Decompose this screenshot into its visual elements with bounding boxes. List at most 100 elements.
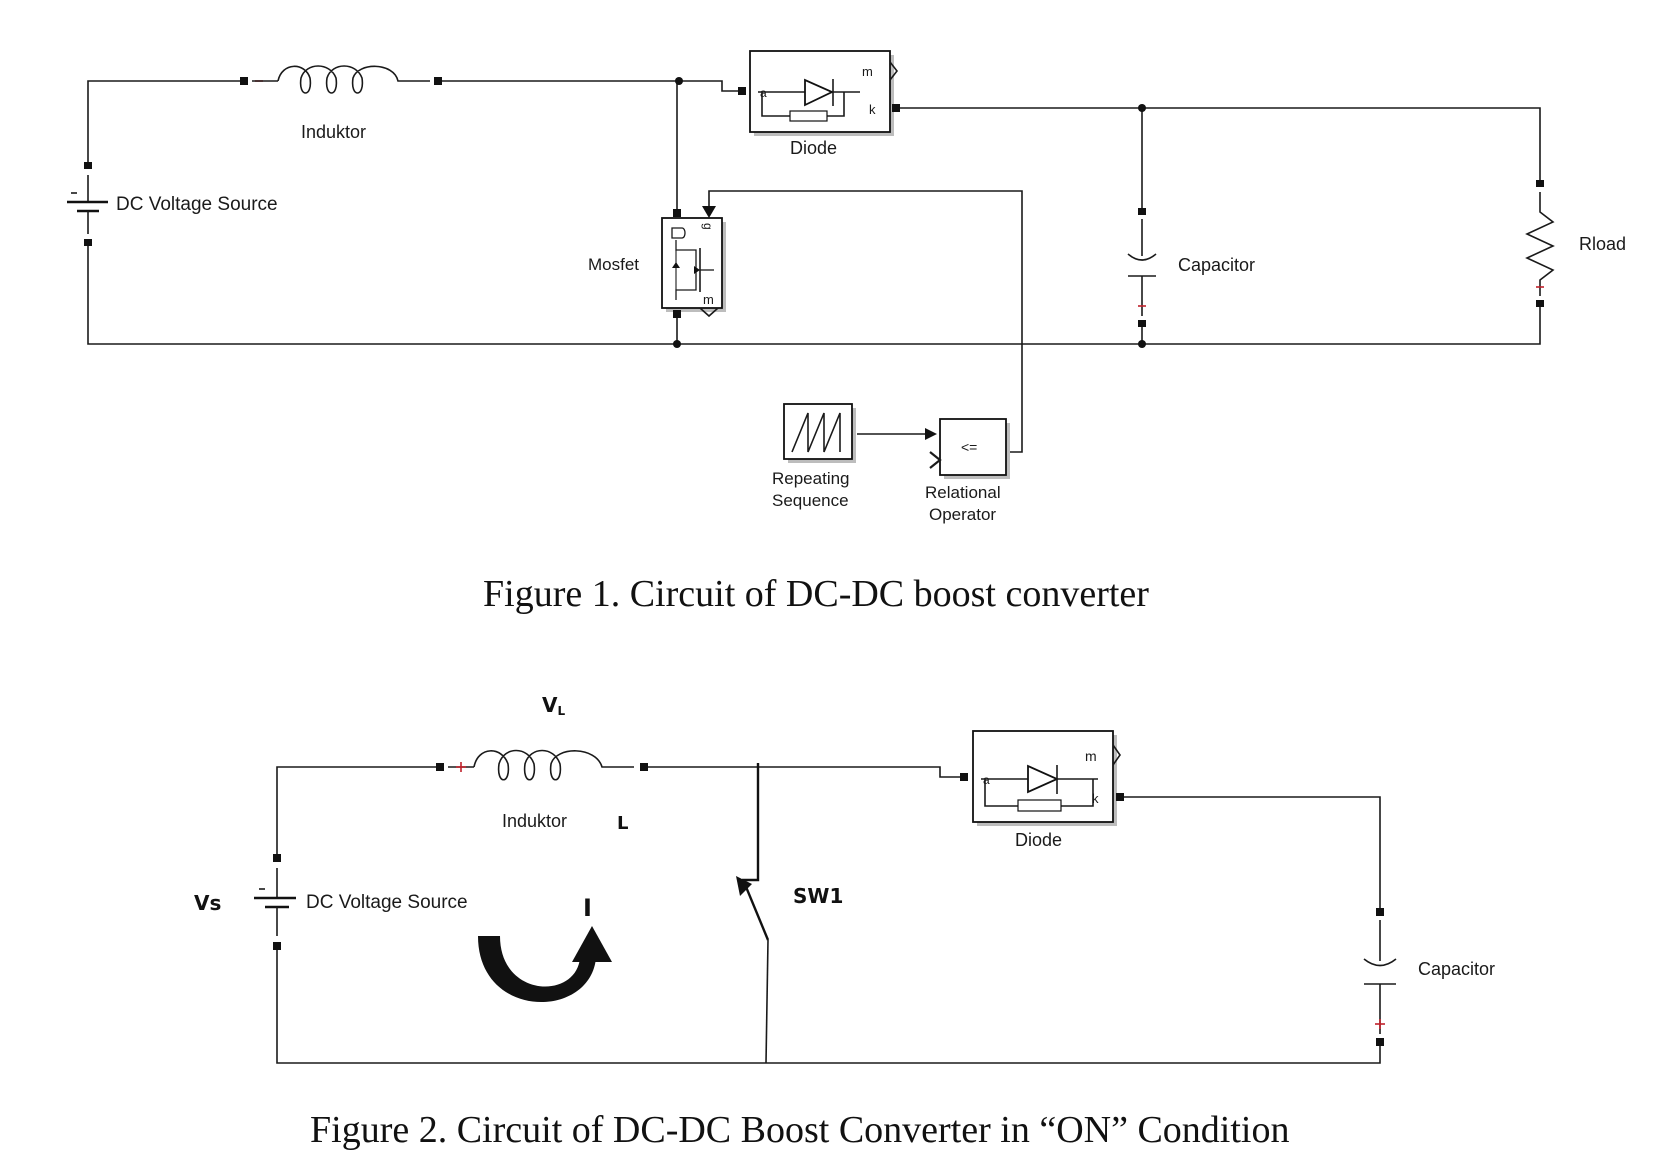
relational-operator-frame [939, 418, 1007, 476]
junction-dot [673, 340, 681, 348]
inductor-2[interactable]: VL Induktor L [436, 693, 648, 834]
rload-resistor[interactable]: Rload [1525, 180, 1626, 307]
port-icon [240, 77, 248, 85]
port-icon [84, 162, 92, 169]
diode-label: Diode [790, 138, 837, 158]
wire-bottom-rail [87, 245, 1541, 345]
dc-voltage-source[interactable]: DC Voltage Source [67, 162, 278, 246]
svg-text:g: g [701, 223, 715, 230]
switch-top-contact [742, 763, 760, 882]
inductor-coil-icon [277, 65, 430, 94]
vs-label: Vs [194, 891, 221, 915]
port-icon [738, 87, 746, 95]
wire-inductor-to-diode [646, 766, 960, 778]
second-input-icon [929, 451, 942, 469]
gate-input-arrow-icon [702, 206, 716, 218]
diode-label: Diode [1015, 830, 1062, 850]
wire-source-to-inductor [87, 80, 240, 165]
port-icon [673, 310, 681, 318]
port-icon [960, 773, 968, 781]
resistor-zigzag-icon [1525, 192, 1555, 296]
svg-text:m: m [1085, 748, 1097, 764]
mosfet-block[interactable]: g m Mosfet [588, 206, 726, 318]
port-icon [434, 77, 442, 85]
mosfet-label: Mosfet [588, 255, 639, 274]
l-label: L [617, 813, 628, 834]
port-icon [436, 763, 444, 771]
port-icon [892, 104, 900, 112]
dc-source-label: DC Voltage Source [116, 194, 278, 215]
capacitor-label: Capacitor [1178, 255, 1255, 275]
wire-junction-to-diode [682, 80, 740, 92]
wire-bottom-rail [276, 945, 1381, 1064]
junction-dot [675, 77, 683, 85]
rload-label: Rload [1579, 234, 1626, 254]
port-icon [273, 854, 281, 862]
capacitor-label: Capacitor [1418, 959, 1495, 979]
inductor-coil-icon [473, 749, 634, 781]
current-label: I [583, 894, 592, 922]
figure2-caption: Figure 2. Circuit of DC-DC Boost Convert… [310, 1109, 1289, 1151]
port-icon [273, 942, 281, 950]
vl-label: VL [542, 693, 565, 718]
repeating-sequence-block[interactable]: Repeating Sequence [772, 403, 856, 510]
svg-text:a: a [760, 86, 767, 100]
wire-diode-to-capacitor [1118, 796, 1381, 908]
switch-label: SW1 [793, 884, 843, 908]
port-icon [1116, 793, 1124, 801]
figure1-wires [87, 77, 1541, 453]
current-flow: I [478, 894, 612, 1003]
inductor-label: Induktor [301, 122, 366, 142]
inductor[interactable]: Induktor [240, 65, 442, 142]
diode-output-m-icon [1112, 744, 1121, 766]
svg-text:k: k [1092, 791, 1099, 806]
svg-text:k: k [869, 102, 876, 117]
diode-symbol-icon [1027, 764, 1060, 794]
port-icon [1138, 208, 1146, 215]
capacitor-curved-plate-icon [1127, 253, 1157, 261]
figure1-caption: Figure 1. Circuit of DC-DC boost convert… [483, 573, 1149, 615]
port-icon [1536, 300, 1544, 307]
capacitor[interactable]: Capacitor [1127, 208, 1255, 327]
arrow-head-icon [925, 428, 937, 440]
curved-current-arrow-icon [478, 936, 596, 1003]
dc-voltage-source-2[interactable]: DC Voltage Source Vs [194, 854, 468, 950]
capacitor-2[interactable]: Capacitor [1363, 908, 1495, 1046]
wire-source-to-inductor [276, 766, 436, 858]
svg-text:Sequence: Sequence [772, 491, 849, 510]
diode-block[interactable]: a m k Diode [738, 50, 900, 158]
port-icon [673, 209, 681, 217]
svg-text:Relational: Relational [925, 483, 1001, 502]
switch-bottom-contact [765, 939, 769, 1064]
relational-operator-block[interactable]: <= Relational Operator [925, 418, 1010, 524]
svg-text:Operator: Operator [929, 505, 996, 524]
diode-block-2[interactable]: a m k Diode [960, 730, 1124, 850]
figure-2: DC Voltage Source Vs VL Induktor L I SW1 [194, 693, 1495, 1151]
wire-gate-signal [708, 190, 1023, 453]
junction-dot [1138, 104, 1146, 112]
port-icon [1138, 320, 1146, 327]
port-icon [84, 239, 92, 246]
junction-dot [1138, 340, 1146, 348]
mosfet-output-m-icon [699, 307, 719, 318]
port-icon [640, 763, 648, 771]
port-icon [1376, 1038, 1384, 1046]
diode-symbol-icon [804, 78, 835, 107]
wire-diode-to-load [893, 107, 1541, 180]
port-icon [1536, 180, 1544, 187]
inductor-label: Induktor [502, 811, 567, 831]
svg-text:m: m [703, 292, 714, 307]
relational-operator-symbol: <= [961, 439, 977, 455]
svg-text:Repeating: Repeating [772, 469, 850, 488]
svg-text:a: a [983, 773, 990, 787]
svg-text:m: m [862, 64, 873, 79]
switch-blade-icon [742, 881, 770, 941]
figure-1: DC Voltage Source Induktor a m k [67, 50, 1626, 615]
switch-arrow-icon [736, 876, 752, 896]
capacitor-curved-plate-icon [1363, 958, 1397, 967]
figure2-wires [276, 763, 1381, 1064]
dc-source-label: DC Voltage Source [306, 892, 468, 913]
sawtooth-wave-icon [791, 412, 841, 453]
diode-output-m-icon [889, 61, 899, 81]
